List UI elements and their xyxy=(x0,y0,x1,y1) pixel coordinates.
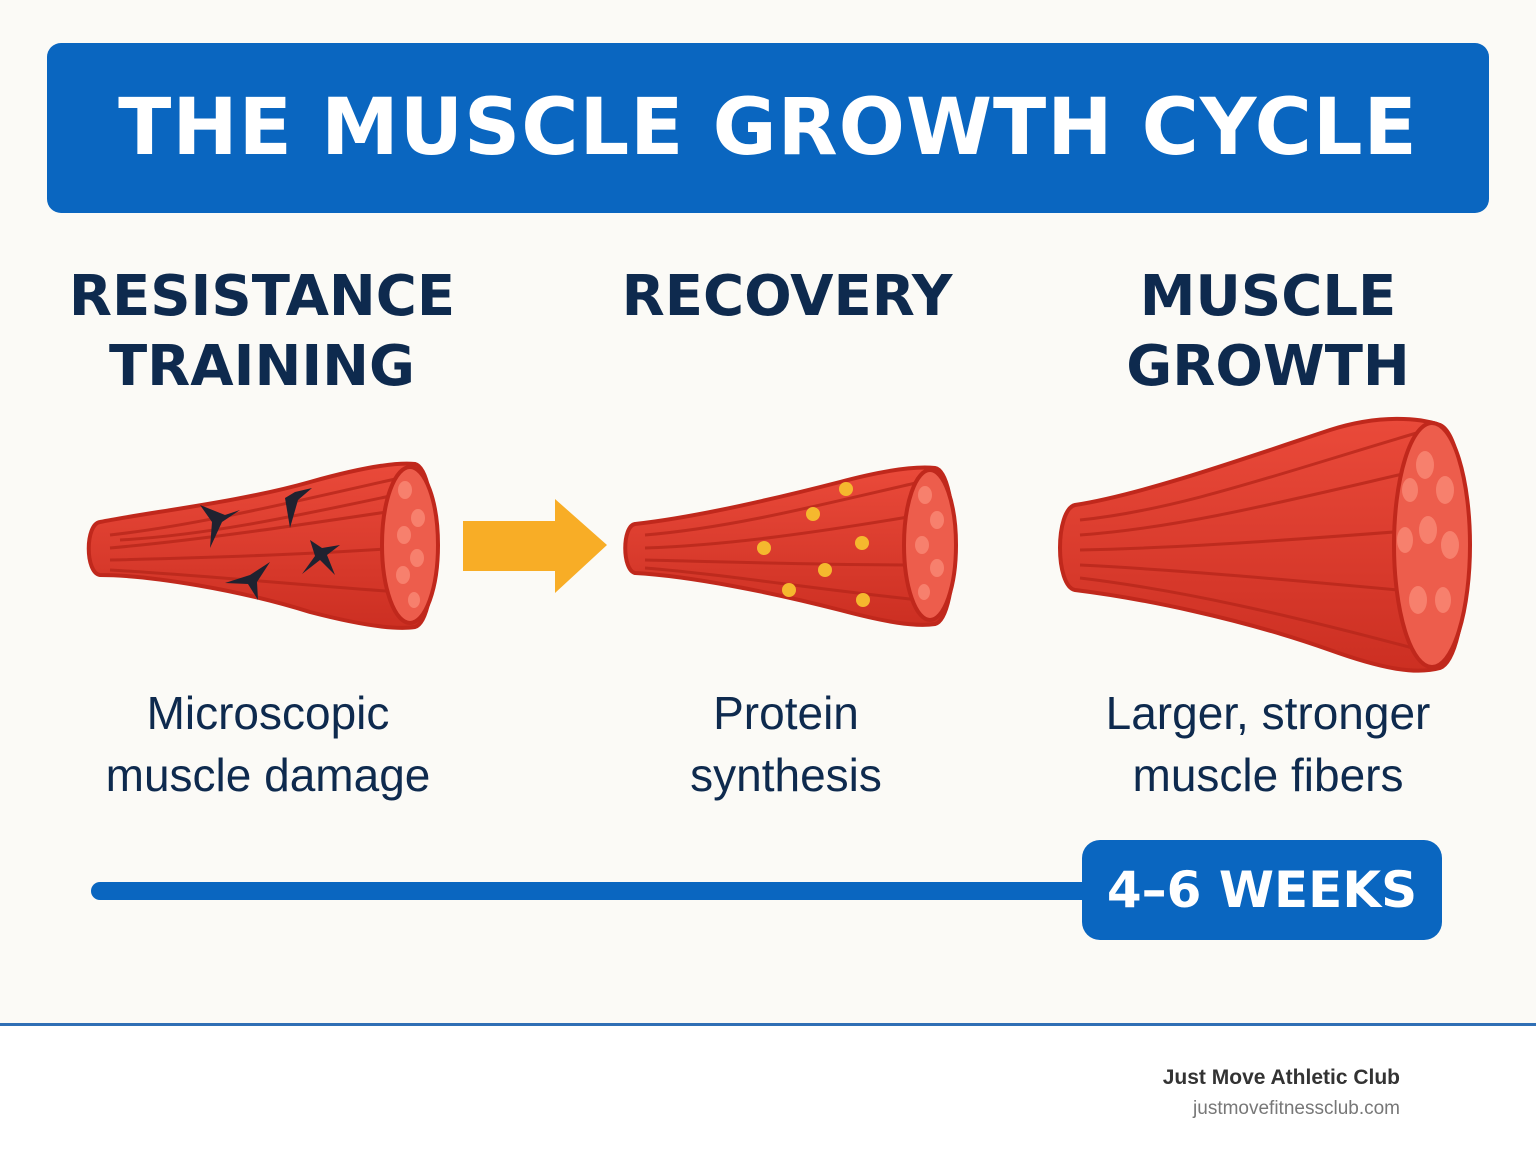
step-title-resistance-training: RESISTANCE TRAINING xyxy=(52,262,472,402)
step-title-line: MUSCLE xyxy=(1139,264,1397,329)
step-desc-line: Microscopic xyxy=(146,687,390,739)
timeline-bar xyxy=(91,882,1091,900)
step-title-muscle-growth: MUSCLE GROWTH xyxy=(1058,262,1478,402)
step-title-line: RECOVERY xyxy=(621,264,953,329)
illustrations xyxy=(86,416,1472,673)
duration-badge: 4–6 WEEKS xyxy=(1082,840,1442,940)
step-desc-muscle-growth: Larger, stronger muscle fibers xyxy=(1038,682,1498,806)
step-title-line: GROWTH xyxy=(1126,334,1410,399)
brand-url[interactable]: justmovefitnessclub.com xyxy=(1193,1098,1400,1119)
step-desc-line: synthesis xyxy=(690,749,882,801)
brand-name: Just Move Athletic Club xyxy=(1162,1066,1400,1089)
page-title: THE MUSCLE GROWTH CYCLE xyxy=(118,83,1418,173)
step-desc-resistance-training: Microscopic muscle damage xyxy=(38,682,498,806)
step-desc-line: Protein xyxy=(713,687,859,739)
step-title-line: RESISTANCE xyxy=(68,264,456,329)
title-banner: THE MUSCLE GROWTH CYCLE xyxy=(47,43,1489,213)
repairing-muscle-icon xyxy=(623,465,958,627)
footer-divider xyxy=(0,1023,1536,1026)
grown-muscle-icon xyxy=(1058,416,1472,673)
step-desc-line: muscle damage xyxy=(105,749,431,801)
arrow-right-icon xyxy=(463,499,607,593)
damaged-muscle-icon xyxy=(86,461,440,630)
footer xyxy=(0,1026,1536,1154)
step-title-recovery: RECOVERY xyxy=(577,262,997,332)
step-desc-line: Larger, stronger xyxy=(1105,687,1431,739)
step-desc-recovery: Protein synthesis xyxy=(556,682,1016,806)
step-desc-line: muscle fibers xyxy=(1132,749,1404,801)
step-title-line: TRAINING xyxy=(108,334,416,399)
